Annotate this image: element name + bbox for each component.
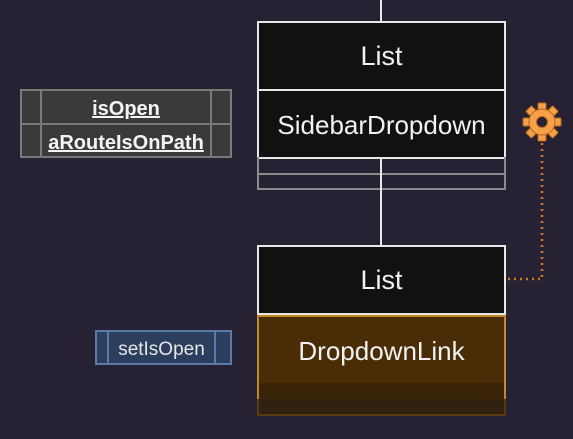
props-divider <box>107 332 109 363</box>
props-row-separator <box>22 123 230 125</box>
node-label: SidebarDropdown <box>277 110 486 140</box>
node-dropdown-link[interactable]: DropdownLink <box>257 315 506 385</box>
tree-connector-top <box>380 0 382 22</box>
node-list-bottom[interactable]: List <box>257 245 506 315</box>
node-sidebar-dropdown[interactable]: SidebarDropdown <box>257 89 506 159</box>
prop-a-route-is-on-path[interactable]: aRouteIsOnPath <box>48 132 204 154</box>
node-label: DropdownLink <box>298 336 465 366</box>
props-divider <box>214 332 216 363</box>
props-box-sidebar-dropdown: isOpen aRouteIsOnPath <box>20 89 232 158</box>
node-label: List <box>360 265 403 295</box>
prop-is-open[interactable]: isOpen <box>92 98 160 120</box>
tree-connector-middle <box>380 158 382 246</box>
node-slot <box>257 399 506 416</box>
prop-set-is-open[interactable]: setIsOpen <box>118 339 205 360</box>
props-box-dropdown-link: setIsOpen <box>95 330 232 365</box>
node-label: List <box>360 41 403 71</box>
gear-icon-graphic <box>522 102 562 142</box>
gear-icon[interactable] <box>521 101 563 143</box>
